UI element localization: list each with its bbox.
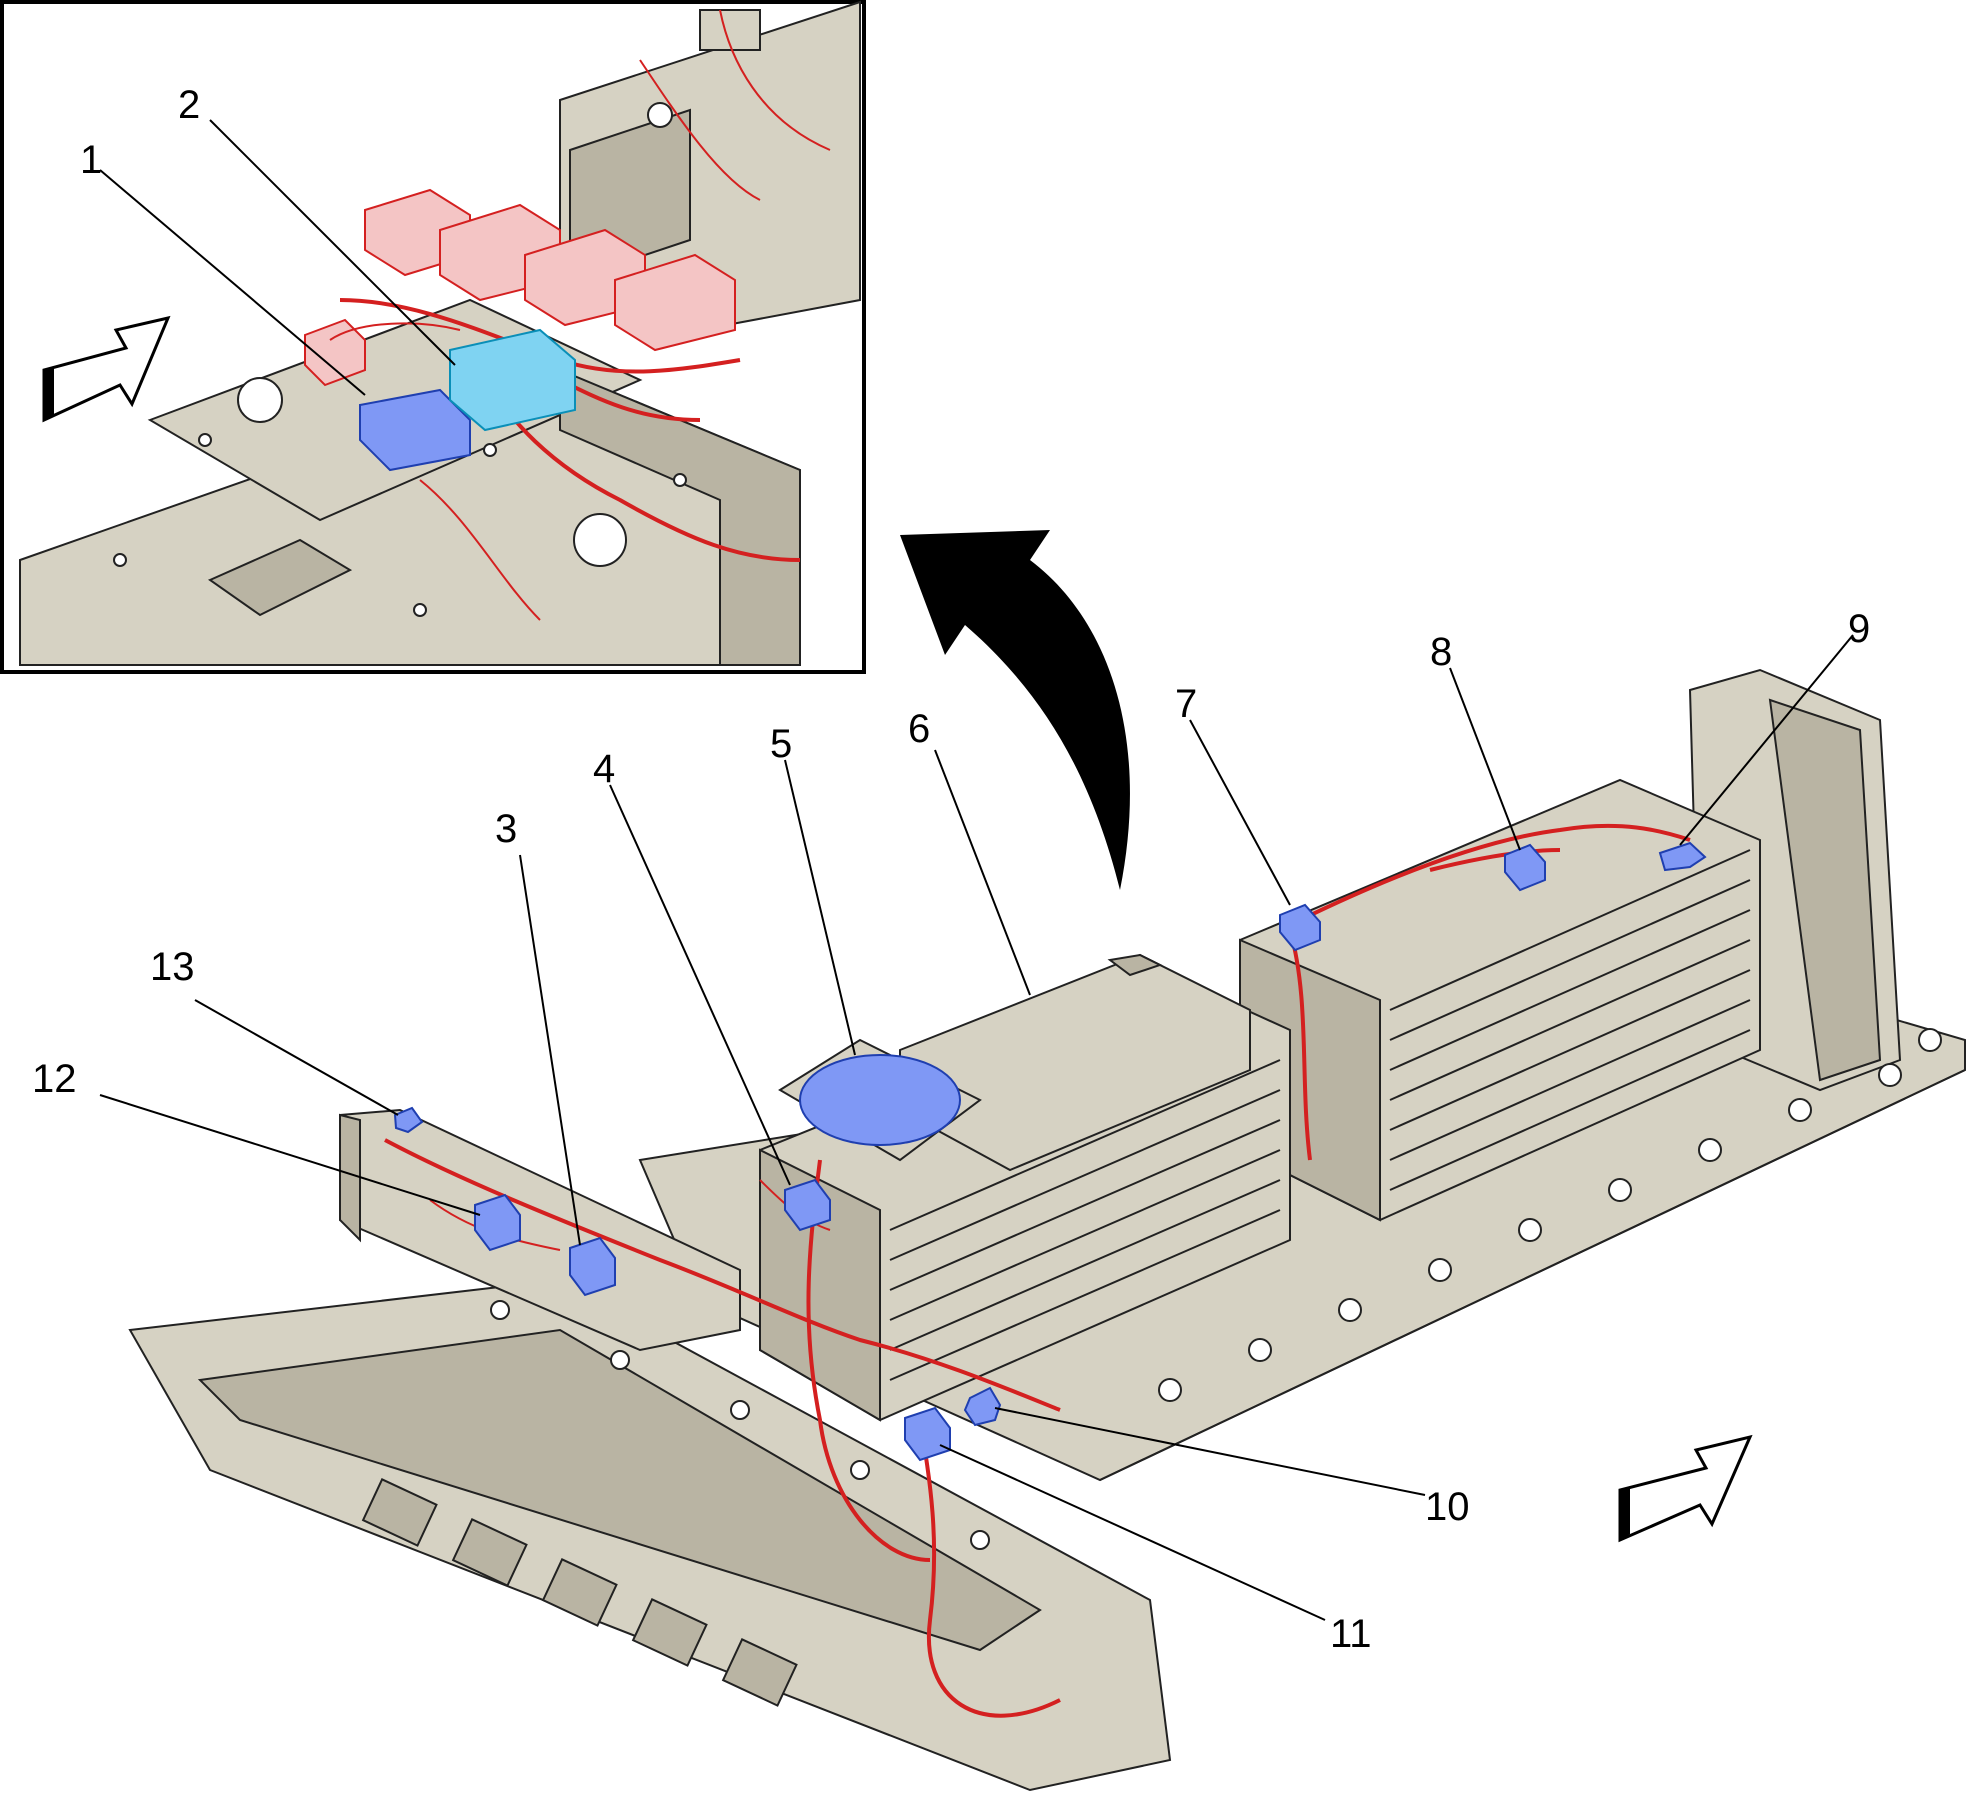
- connector-9: [1658, 841, 1707, 872]
- leader-10: [994, 1407, 1426, 1496]
- callout-13: 13: [150, 945, 195, 989]
- callout-12: 12: [32, 1057, 77, 1101]
- callout-3: 3: [495, 807, 517, 851]
- callout-labels: 1 2 3 4 5 6 7 8 9 10 11 12 13: [32, 83, 1870, 1656]
- left-end-bracket: [339, 1108, 741, 1352]
- callout-10: 10: [1425, 1485, 1470, 1529]
- leader-3: [519, 854, 581, 1246]
- vent-cover: [778, 1038, 982, 1162]
- leader-4: [609, 784, 791, 1186]
- inset-bolts: [113, 102, 687, 617]
- connector-13: [393, 1106, 424, 1134]
- direction-arrow-icon: [42, 315, 171, 423]
- leader-6: [934, 749, 1031, 996]
- callout-5: 5: [770, 722, 792, 766]
- leader-12: [99, 1094, 481, 1216]
- connector-1: [359, 388, 471, 472]
- connector-2: [449, 328, 576, 432]
- direction-arrow-icon: [1618, 1434, 1753, 1543]
- connector-3: [569, 1236, 616, 1297]
- inset-detail-view: [0, 0, 866, 674]
- callout-8: 8: [1430, 630, 1452, 674]
- cell-fins-rear: [1389, 849, 1751, 1191]
- leader-2: [209, 119, 456, 366]
- callout-7: 7: [1175, 682, 1197, 726]
- cell-fins-front: [889, 1059, 1281, 1381]
- leader-lines: [99, 119, 1854, 1621]
- callout-6: 6: [908, 707, 930, 751]
- connector-8: [1504, 843, 1546, 892]
- inset-red-connectors: [304, 188, 736, 387]
- callout-9: 9: [1848, 607, 1870, 651]
- connector-7: [1279, 903, 1321, 952]
- leader-13: [194, 999, 399, 1116]
- leader-11: [939, 1444, 1326, 1621]
- leader-8: [1449, 667, 1521, 851]
- callout-1: 1: [80, 138, 102, 182]
- tray-cutouts: [361, 1478, 798, 1707]
- callout-11: 11: [1330, 1612, 1372, 1656]
- connector-4: [784, 1178, 831, 1232]
- main-bolts: [490, 1028, 1942, 1550]
- leader-5: [784, 759, 856, 1056]
- leader-7: [1189, 719, 1291, 906]
- callout-2: 2: [178, 83, 200, 127]
- connector-10: [963, 1386, 1002, 1427]
- main-connectors: [393, 841, 1707, 1462]
- leader-1: [99, 169, 366, 396]
- connector-12: [474, 1193, 521, 1252]
- zoom-arrow-icon: [900, 530, 1130, 890]
- callout-4: 4: [593, 747, 615, 791]
- leader-9: [1679, 634, 1854, 846]
- connector-11: [904, 1406, 951, 1462]
